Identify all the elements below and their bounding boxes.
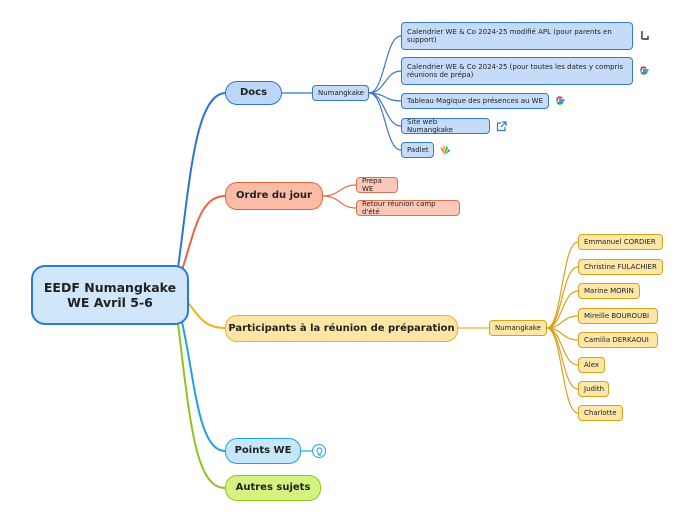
- autres-node[interactable]: Autres sujets: [225, 475, 321, 501]
- points-node[interactable]: Points WE: [225, 438, 301, 464]
- participants-sub-node[interactable]: Numangkake: [489, 320, 547, 336]
- doc-item-label: Tableau Magique des présences au WE: [407, 96, 543, 105]
- participant-node[interactable]: Mireille BOUROUBI: [578, 308, 658, 324]
- participant-node[interactable]: Judith: [578, 381, 609, 397]
- padlet-icon[interactable]: [437, 143, 451, 157]
- participant-name: Mireille BOUROUBI: [584, 311, 650, 320]
- google-icon[interactable]: [553, 94, 567, 108]
- doc-item-label: Padlet: [407, 145, 429, 154]
- participant-node[interactable]: Emmanuel CORDIER: [578, 234, 663, 250]
- ordre-item-node[interactable]: Prepa WE: [356, 177, 398, 193]
- docs-label: Docs: [239, 87, 268, 98]
- root-title-line2: WE Avril 5-6: [67, 295, 153, 310]
- external-link-icon[interactable]: [494, 119, 508, 133]
- ordre-label: Ordre du jour: [236, 190, 312, 201]
- participant-name: Alex: [584, 360, 600, 369]
- doc-item-label: Calendrier WE & Co 2024-25 (pour toutes …: [407, 62, 624, 79]
- participant-node[interactable]: Alex: [578, 357, 605, 373]
- doc-item-label: Site web Numangkake: [407, 117, 453, 134]
- lightbulb-icon[interactable]: [312, 444, 326, 458]
- participant-name: Christine FULACHIER: [584, 262, 657, 271]
- participants-node[interactable]: Participants à la réunion de préparation: [225, 315, 458, 342]
- root-node[interactable]: EEDF Numangkake WE Avril 5-6: [31, 265, 189, 325]
- link-root-ordre: [181, 195, 226, 271]
- slack-icon[interactable]: [638, 28, 652, 42]
- doc-item-node[interactable]: Tableau Magique des présences au WE: [401, 93, 549, 109]
- docs-sub-label: Numangkake: [318, 88, 364, 97]
- participants-sub-label: Numangkake: [495, 323, 541, 332]
- docs-sub-node[interactable]: Numangkake: [312, 85, 369, 101]
- participant-name: Marine MORIN: [584, 286, 634, 295]
- doc-item-label: Calendrier WE & Co 2024-25 modifié APL (…: [407, 27, 612, 44]
- points-label: Points WE: [234, 445, 292, 456]
- autres-label: Autres sujets: [235, 482, 311, 493]
- participant-name: Judith: [584, 384, 605, 393]
- link-root-docs: [177, 92, 226, 269]
- participant-node[interactable]: Marine MORIN: [578, 283, 640, 299]
- ordre-item-label: Retour réunion camp d'été: [362, 199, 436, 216]
- link-root-autres: [177, 323, 226, 489]
- participant-name: Emmanuel CORDIER: [584, 237, 656, 246]
- participant-name: Charlotte: [584, 408, 617, 417]
- participant-node[interactable]: Christine FULACHIER: [578, 259, 663, 275]
- participant-name: Camilia DERKAOUI: [584, 335, 649, 344]
- ordre-item-label: Prepa WE: [362, 176, 382, 193]
- doc-item-node[interactable]: Calendrier WE & Co 2024-25 (pour toutes …: [401, 57, 633, 85]
- participants-label: Participants à la réunion de préparation: [228, 322, 455, 334]
- link-root-participants: [185, 299, 226, 329]
- google-icon[interactable]: [637, 64, 651, 78]
- participant-node[interactable]: Camilia DERKAOUI: [578, 332, 658, 348]
- doc-item-node[interactable]: Site web Numangkake: [401, 118, 490, 134]
- ordre-item-node[interactable]: Retour réunion camp d'été: [356, 200, 460, 216]
- root-title-line1: EEDF Numangkake: [43, 280, 177, 295]
- link-root-points: [181, 321, 226, 452]
- participant-node[interactable]: Charlotte: [578, 405, 623, 421]
- doc-item-node[interactable]: Calendrier WE & Co 2024-25 modifié APL (…: [401, 22, 633, 50]
- ordre-node[interactable]: Ordre du jour: [225, 182, 323, 210]
- doc-item-node[interactable]: Padlet: [401, 142, 434, 158]
- docs-node[interactable]: Docs: [225, 81, 282, 105]
